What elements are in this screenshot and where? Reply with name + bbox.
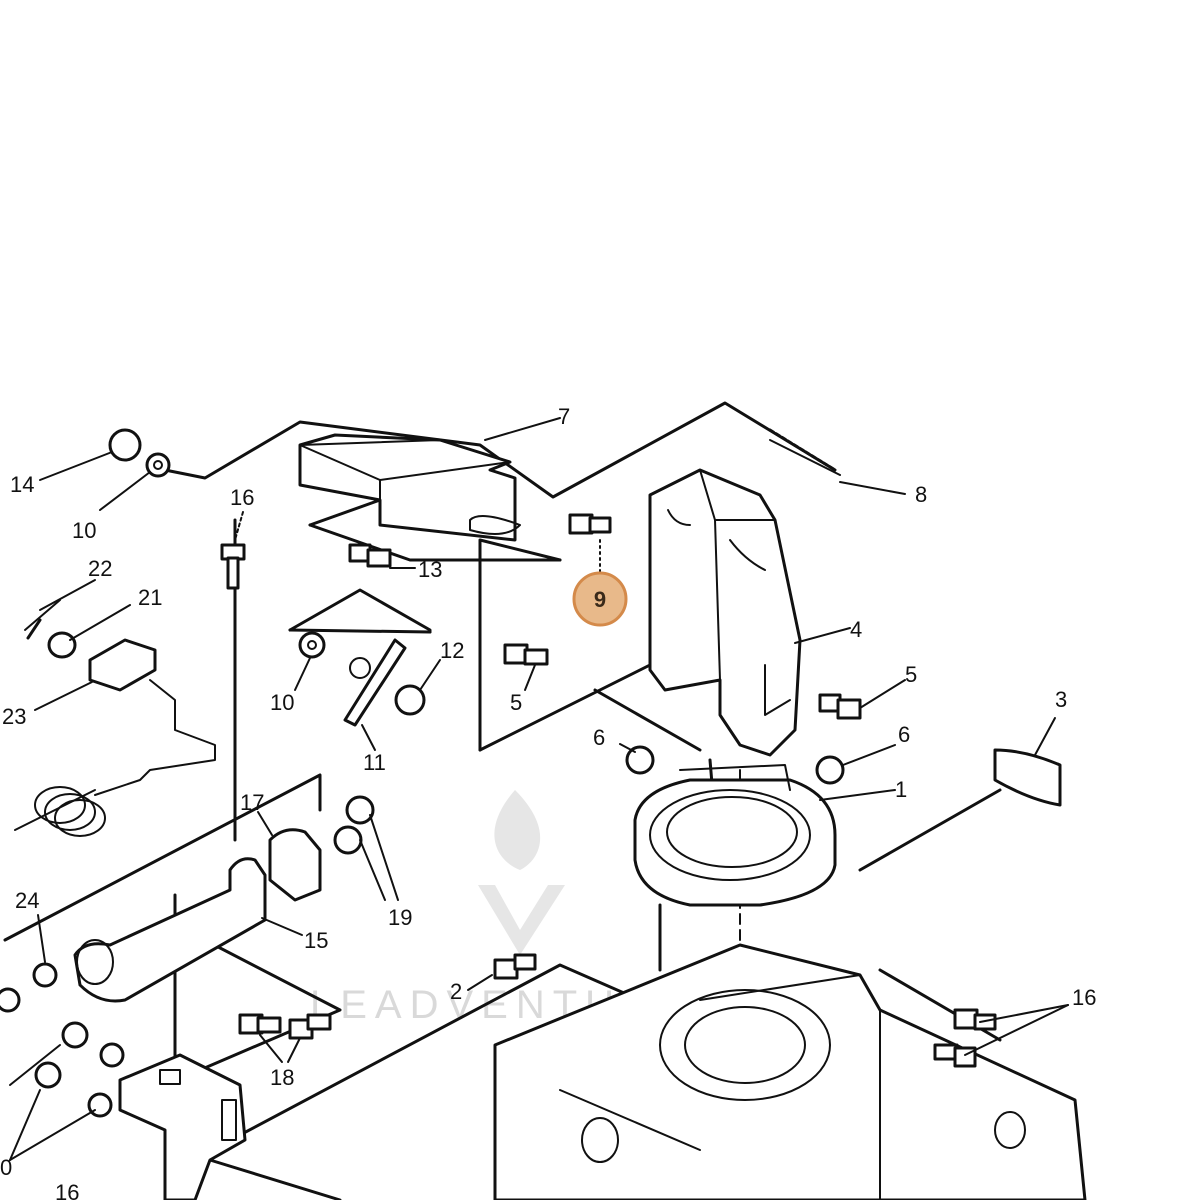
callout-0-bottom-left: 0 [0, 1155, 12, 1180]
callout-8: 8 [915, 482, 927, 507]
callout-23: 23 [2, 704, 26, 729]
highlight-circle[interactable] [572, 571, 628, 627]
callout-6-right: 6 [898, 722, 910, 747]
hardware [0, 428, 997, 1118]
callout-2: 2 [450, 979, 462, 1004]
callout-5-right: 5 [905, 662, 917, 687]
part-17-plate [268, 828, 322, 902]
housing-body [493, 943, 1087, 1200]
callout-10-top: 10 [72, 518, 96, 543]
callout-16-bottom-left: 16 [55, 1180, 79, 1200]
callout-14: 14 [10, 472, 34, 497]
callout-16-right: 16 [1072, 985, 1096, 1010]
part-1-ring [633, 764, 837, 907]
callout-19: 19 [388, 905, 412, 930]
callout-labels: 1 2 3 4 5 5 6 6 7 8 10 10 11 12 13 14 15… [0, 404, 1096, 1200]
callout-11: 11 [363, 750, 386, 775]
part-16-mount [118, 1053, 247, 1200]
part-11-knob [343, 638, 407, 727]
part-7-deflector [298, 433, 521, 542]
callout-5-left: 5 [510, 690, 522, 715]
part-4-chute [648, 468, 802, 757]
part-15-bracket [73, 857, 267, 1003]
callout-21: 21 [138, 585, 162, 610]
callout-7: 7 [558, 404, 570, 429]
callout-15: 15 [304, 928, 328, 953]
callout-9[interactable]: 9 [594, 587, 606, 612]
callout-4: 4 [850, 617, 862, 642]
callout-6-left: 6 [593, 725, 605, 750]
highlight-callout-9[interactable]: 9 [572, 571, 628, 627]
callout-22: 22 [88, 556, 112, 581]
callout-18: 18 [270, 1065, 294, 1090]
watermark-flame-icon [494, 790, 541, 870]
callout-24: 24 [15, 888, 39, 913]
part-3-bracket [993, 748, 1062, 807]
callout-17: 17 [240, 790, 264, 815]
callout-12: 12 [440, 638, 464, 663]
callout-3: 3 [1055, 687, 1067, 712]
part-23-link [14, 599, 216, 837]
callout-13: 13 [418, 557, 442, 582]
leader-lines [9, 417, 1069, 1161]
callout-16-top: 16 [230, 485, 254, 510]
callout-10-mid: 10 [270, 690, 294, 715]
watermark-v-icon [478, 885, 565, 955]
callout-1: 1 [895, 777, 907, 802]
